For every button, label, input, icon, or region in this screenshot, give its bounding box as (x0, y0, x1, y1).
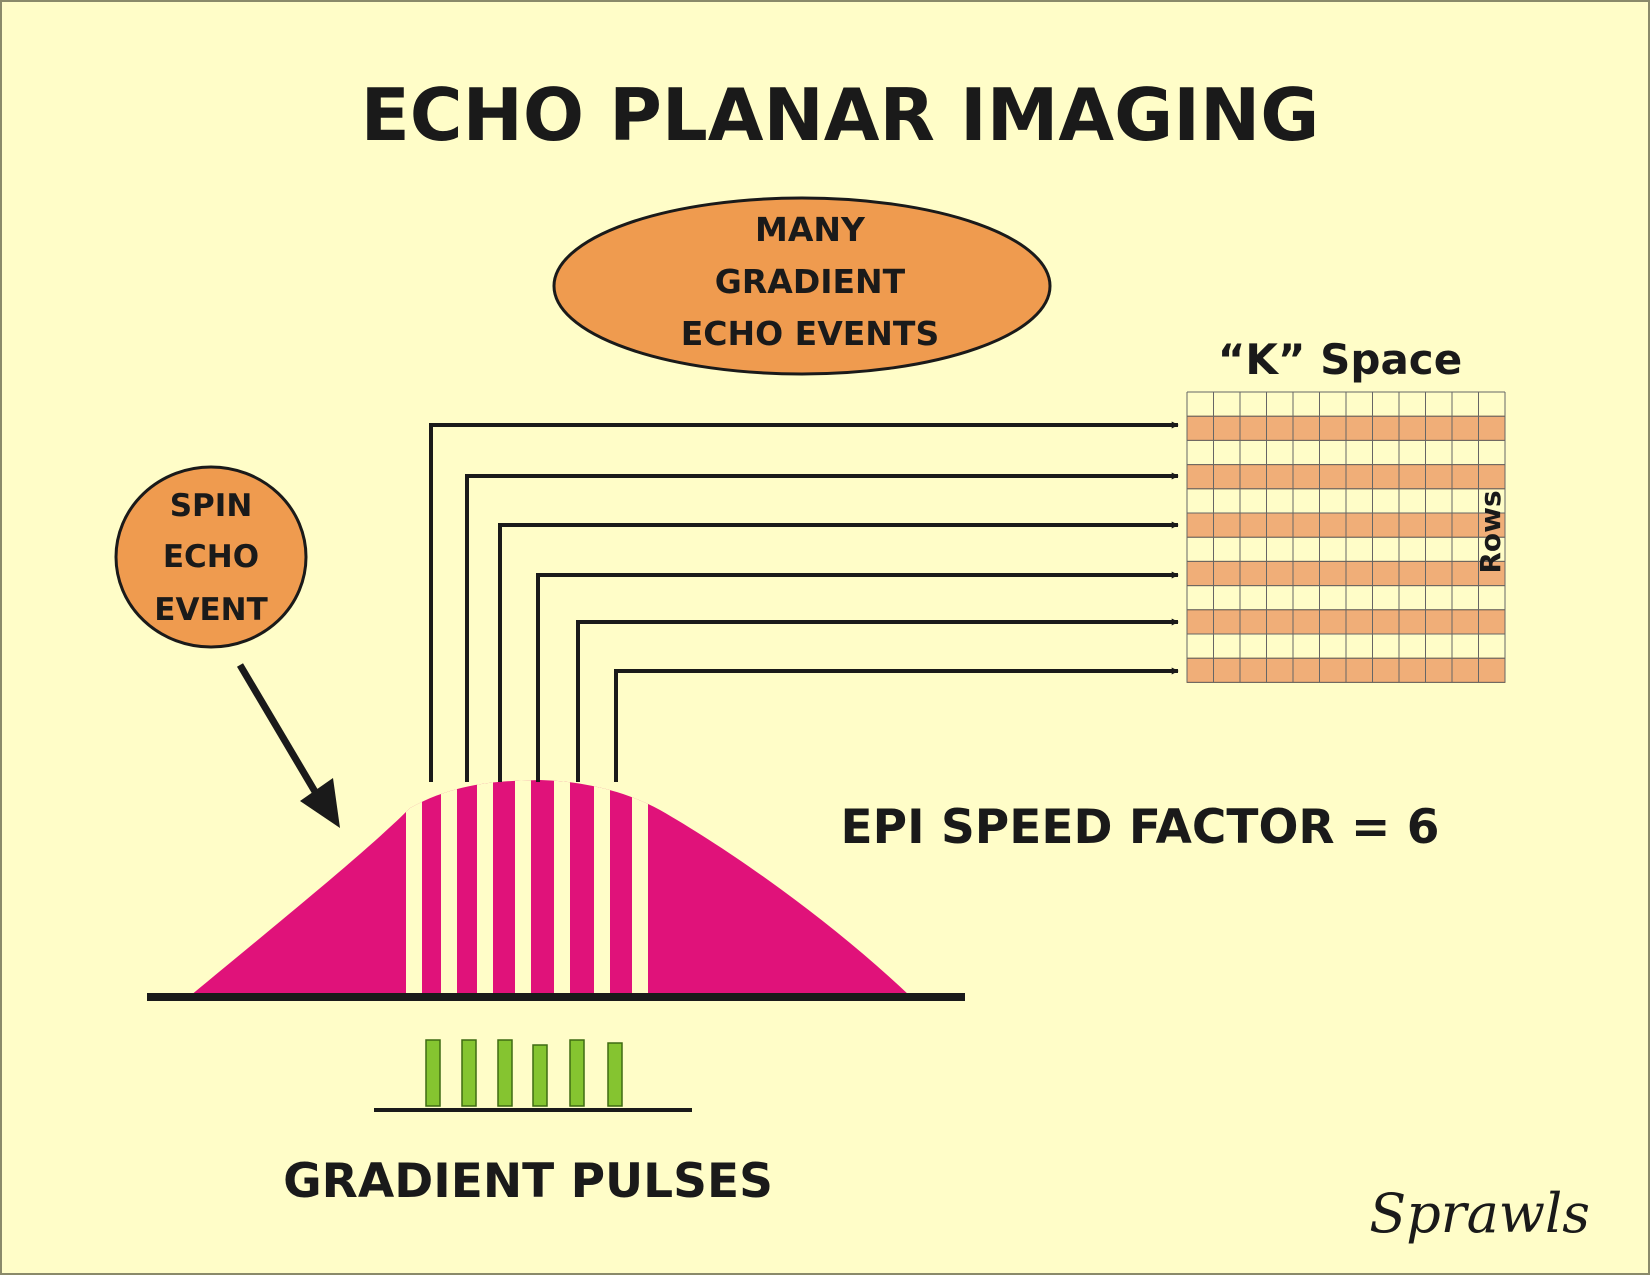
echo-gap (554, 780, 570, 996)
circle-line-2: ECHO (163, 539, 259, 575)
gradient-pulse-bar (569, 1039, 585, 1107)
ellipse-line-2: GRADIENT (715, 262, 906, 301)
gradient-pulse-bar (532, 1044, 548, 1107)
echo-gap (441, 780, 457, 996)
echo-arrow (576, 618, 1179, 782)
echo-gap (406, 780, 422, 996)
gradient-pulses-label: GRADIENT PULSES (283, 1154, 773, 1209)
echo-gap (632, 780, 648, 996)
kspace-grid (1186, 391, 1506, 683)
spin-echo-circle: SPIN ECHO EVENT (114, 465, 308, 649)
gradient-pulse-bar (425, 1039, 441, 1107)
echo-arrow (429, 421, 1179, 782)
ellipse-line-3: ECHO EVENTS (681, 314, 939, 353)
gradient-pulse-bar (461, 1039, 477, 1107)
spin-echo-signal (190, 780, 910, 996)
echo-to-kspace-arrows (429, 421, 1179, 782)
echo-arrow (536, 571, 1179, 782)
echo-gap (594, 780, 610, 996)
echo-gap (477, 780, 493, 996)
gradient-pulse-bar (497, 1039, 513, 1107)
author-signature: Sprawls (1369, 1182, 1590, 1245)
spin-echo-pointer-head (300, 778, 340, 828)
circle-line-1: SPIN (170, 488, 253, 524)
echo-gap (515, 780, 531, 996)
diagram-title: ECHO PLANAR IMAGING (361, 73, 1320, 157)
kspace-title: “K” Space (1218, 335, 1462, 384)
gradient-echo-gaps (406, 780, 648, 996)
echo-arrow (498, 521, 1179, 782)
kspace-rows-label: Rows (1474, 490, 1507, 573)
circle-line-3: EVENT (154, 592, 267, 628)
gradient-echo-ellipse: MANY GRADIENT ECHO EVENTS (552, 196, 1052, 376)
ellipse-line-1: MANY (755, 210, 866, 249)
echo-arrow (614, 667, 1179, 782)
gradient-pulse-bar (607, 1042, 623, 1107)
speed-factor-label: EPI SPEED FACTOR = 6 (841, 800, 1440, 855)
echo-arrow (465, 472, 1179, 782)
gradient-pulses (425, 1039, 623, 1107)
